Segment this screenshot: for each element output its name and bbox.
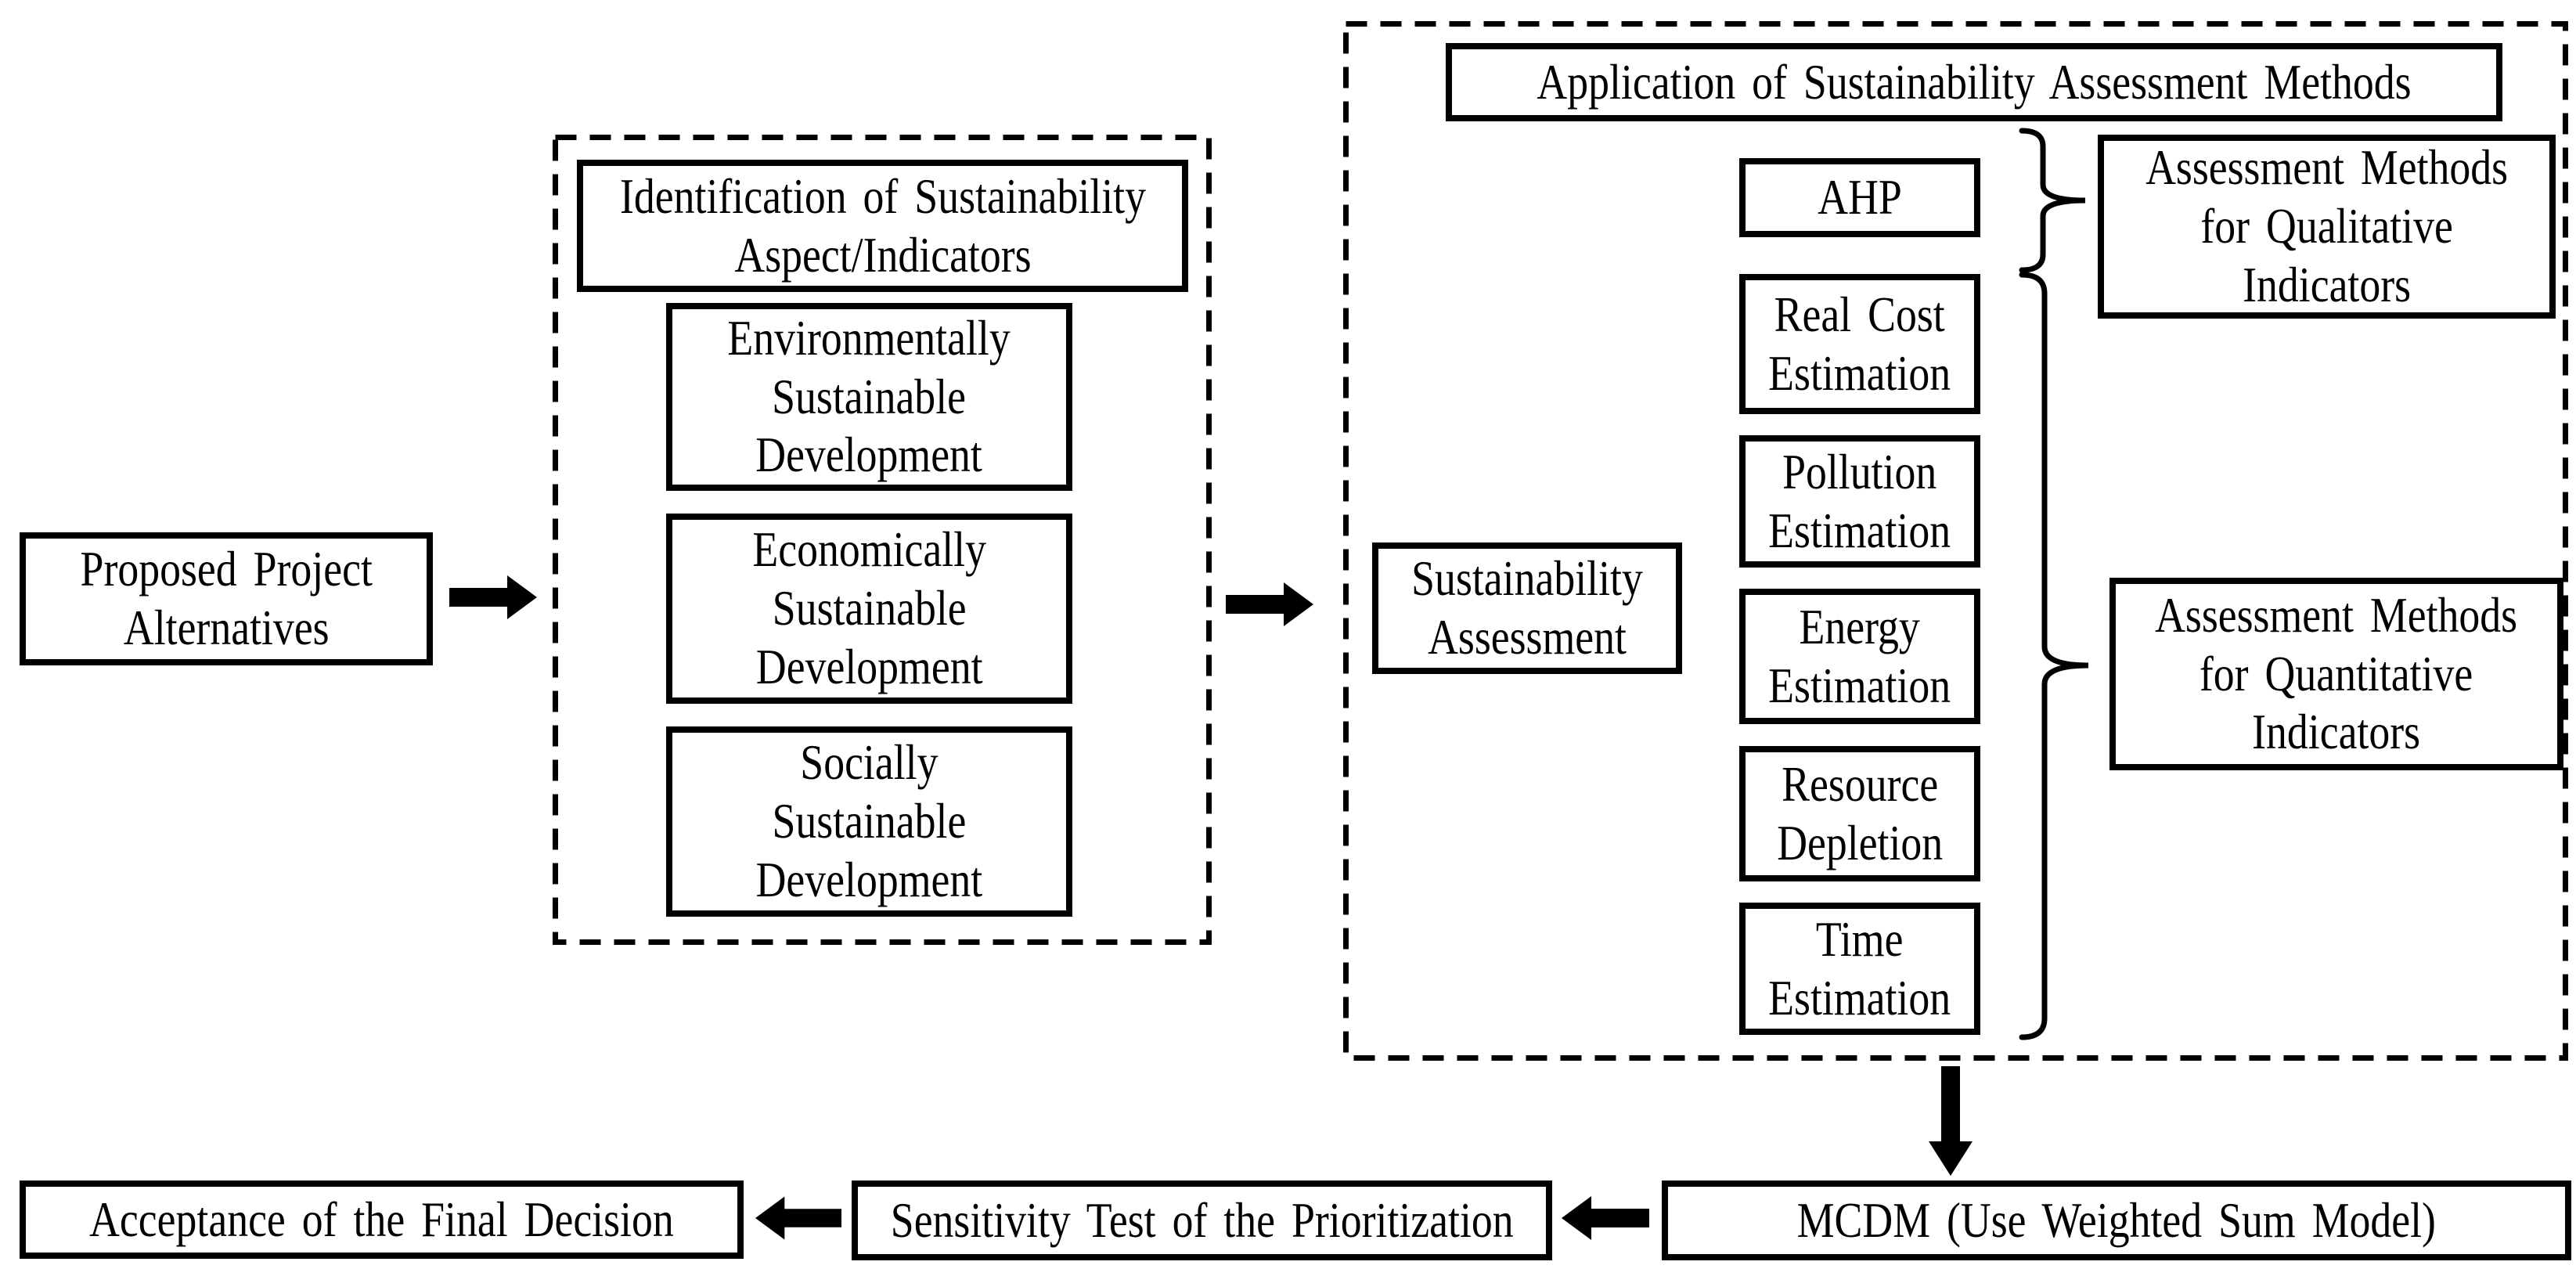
- pollution-estimation-box: Pollution Estimation: [1739, 435, 1980, 568]
- flow-arrow-left-1: [1562, 1196, 1649, 1240]
- pollution-estimation-label: Pollution Estimation: [1768, 443, 1951, 558]
- identification-header-box: Identification of Sustainability Aspect/…: [577, 160, 1188, 292]
- sensitivity-test-label: Sensitivity Test of the Prioritization: [890, 1191, 1514, 1248]
- identification-header-label: Identification of Sustainability Aspect/…: [619, 168, 1146, 283]
- environmentally-sustainable-development-box: Environmentally Sustainable Development: [666, 303, 1072, 491]
- environmentally-sustainable-development-label: Environmentally Sustainable Development: [727, 309, 1011, 483]
- socially-sustainable-development-label: Socially Sustainable Development: [755, 734, 983, 907]
- sensitivity-test-box: Sensitivity Test of the Prioritization: [852, 1180, 1552, 1260]
- proposed-project-alternatives-box: Proposed Project Alternatives: [20, 532, 433, 665]
- acceptance-final-decision-box: Acceptance of the Final Decision: [20, 1180, 744, 1259]
- application-header-label: Application of Sustainability Assessment…: [1537, 53, 2412, 110]
- mcdm-box: MCDM (Use Weighted Sum Model): [1662, 1180, 2571, 1260]
- quantitative-indicators-methods-label: Assessment Methods for Quantitative Indi…: [2155, 586, 2518, 760]
- real-cost-estimation-box: Real Cost Estimation: [1739, 274, 1980, 414]
- flow-arrow-right-1: [449, 575, 537, 619]
- ahp-box: AHP: [1739, 158, 1980, 237]
- qualitative-indicators-methods-box: Assessment Methods for Qualitative Indic…: [2098, 135, 2556, 319]
- economically-sustainable-development-label: Economically Sustainable Development: [752, 521, 986, 694]
- quantitative-brace: [2019, 272, 2089, 1040]
- acceptance-final-decision-label: Acceptance of the Final Decision: [89, 1191, 674, 1247]
- time-estimation-box: Time Estimation: [1739, 903, 1980, 1035]
- flow-arrow-left-2: [755, 1196, 841, 1240]
- qualitative-brace: [2019, 128, 2086, 273]
- economically-sustainable-development-box: Economically Sustainable Development: [666, 514, 1072, 704]
- quantitative-indicators-methods-box: Assessment Methods for Quantitative Indi…: [2109, 578, 2563, 770]
- application-header-box: Application of Sustainability Assessment…: [1446, 43, 2502, 121]
- identification-group-dashed-border: [553, 135, 1212, 945]
- application-group-dashed-border: [1343, 21, 2568, 1061]
- energy-estimation-label: Energy Estimation: [1768, 598, 1951, 713]
- flow-arrow-down: [1929, 1066, 1973, 1176]
- time-estimation-label: Time Estimation: [1768, 910, 1951, 1025]
- real-cost-estimation-label: Real Cost Estimation: [1768, 286, 1951, 401]
- energy-estimation-box: Energy Estimation: [1739, 589, 1980, 724]
- socially-sustainable-development-box: Socially Sustainable Development: [666, 726, 1072, 917]
- ahp-label: AHP: [1818, 169, 1902, 225]
- sustainability-assessment-label: Sustainability Assessment: [1411, 550, 1643, 665]
- sustainability-assessment-box: Sustainability Assessment: [1372, 542, 1682, 674]
- qualitative-indicators-methods-label: Assessment Methods for Qualitative Indic…: [2145, 139, 2508, 312]
- resource-depletion-label: Resource Depletion: [1777, 755, 1943, 870]
- mcdm-label: MCDM (Use Weighted Sum Model): [1796, 1191, 2437, 1248]
- flow-arrow-right-2: [1226, 582, 1313, 626]
- resource-depletion-box: Resource Depletion: [1739, 746, 1980, 881]
- proposed-project-alternatives-label: Proposed Project Alternatives: [80, 541, 373, 655]
